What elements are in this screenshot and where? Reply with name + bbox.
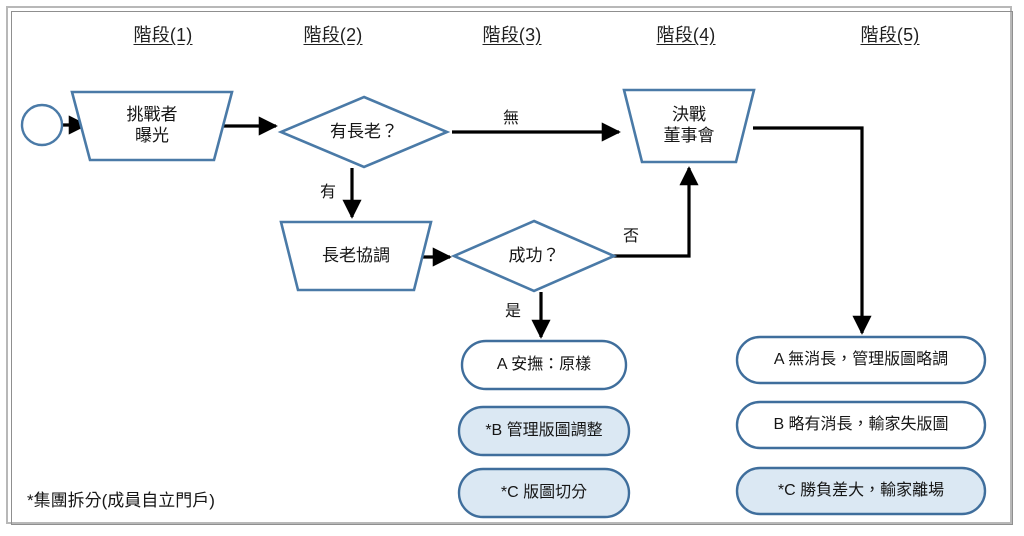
edge-board-to-right-outcomes bbox=[753, 126, 872, 335]
connector-group bbox=[63, 115, 872, 339]
stage-header-2: 階段(2) bbox=[303, 25, 363, 45]
outcome-box-left-a[interactable] bbox=[460, 339, 628, 391]
edge-label-has-elder-no: 無 bbox=[503, 110, 520, 127]
node-challenger-trapezoid[interactable] bbox=[70, 90, 234, 162]
inner-frame-border bbox=[11, 11, 1013, 525]
stage-header-5: 階段(5) bbox=[860, 25, 920, 45]
edge-label-success-no: 否 bbox=[623, 228, 640, 245]
node-board-battle-trapezoid[interactable] bbox=[622, 88, 756, 164]
node-has-elder-diamond[interactable] bbox=[277, 95, 451, 169]
node-elder-mediate-trapezoid[interactable] bbox=[279, 220, 433, 292]
edge-label-success-yes: 是 bbox=[505, 303, 522, 320]
edge-label-has-elder-yes: 有 bbox=[320, 184, 337, 201]
outer-frame-border bbox=[6, 6, 1012, 524]
edge-success-no-to-board bbox=[610, 166, 699, 258]
stage-header-3: 階段(3) bbox=[482, 25, 542, 45]
stage-header-1: 階段(1) bbox=[133, 25, 193, 45]
node-success-diamond[interactable] bbox=[450, 219, 618, 293]
stage-header-4: 階段(4) bbox=[656, 25, 716, 45]
outcome-box-right-a[interactable] bbox=[735, 335, 987, 385]
outcome-box-left-c[interactable] bbox=[457, 467, 631, 519]
node-start-circle[interactable] bbox=[20, 103, 64, 147]
footnote-text: *集團拆分(成員自立門戶) bbox=[27, 491, 215, 510]
outcome-box-right-c[interactable] bbox=[735, 466, 987, 516]
outcome-box-left-b[interactable] bbox=[457, 405, 631, 457]
outcome-box-right-b[interactable] bbox=[735, 400, 987, 450]
